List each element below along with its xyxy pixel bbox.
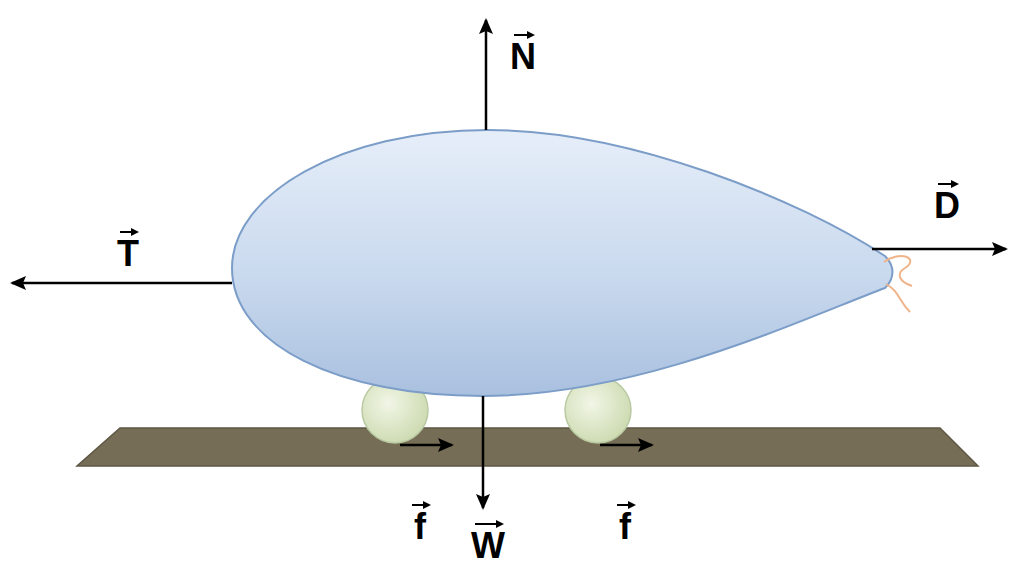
ground-plane — [77, 428, 978, 466]
force-label: f — [619, 509, 631, 545]
thrust-arrow — [12, 282, 232, 285]
force-label: W — [471, 528, 505, 564]
force-label: N — [510, 39, 536, 75]
normal-force-arrow — [485, 20, 488, 130]
friction-arrow — [600, 444, 652, 447]
drag-arrow — [872, 248, 1006, 251]
balloon-body — [232, 130, 893, 396]
balloon-knot — [884, 256, 912, 312]
friction-arrow — [400, 444, 452, 447]
vector-overarrow-head — [628, 501, 636, 509]
vector-overarrow-head — [527, 31, 535, 39]
vector-overarrow-head — [496, 520, 504, 528]
force-label: D — [934, 188, 960, 224]
weight-arrow — [482, 396, 485, 508]
force-label: f — [414, 509, 426, 545]
vector-overarrow-head — [131, 228, 139, 236]
force-label: T — [117, 236, 139, 272]
vector-overarrow — [475, 523, 499, 525]
vector-overarrow-head — [423, 501, 431, 509]
vector-overarrow-head — [951, 180, 959, 188]
